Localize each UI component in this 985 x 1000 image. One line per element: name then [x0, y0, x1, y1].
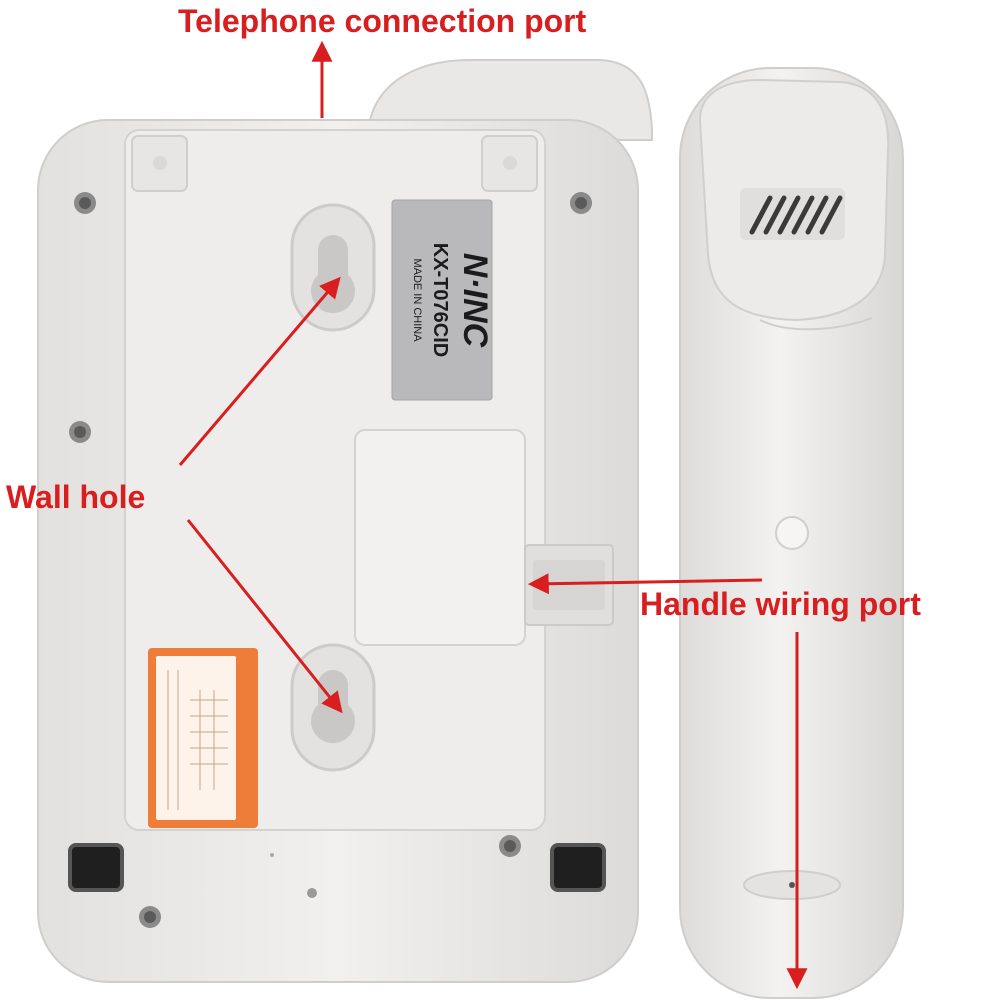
- screw-icon: [74, 192, 96, 214]
- callout-telephone-port: Telephone connection port: [178, 3, 587, 39]
- callout-handle-port: Handle wiring port: [640, 586, 921, 622]
- speaker-grille-icon: [740, 188, 845, 240]
- nameplate: [391, 199, 493, 401]
- handset: [679, 67, 904, 999]
- wall-hole-upper: [290, 203, 376, 332]
- battery-cover: [354, 429, 526, 646]
- annotation-arrows: [178, 40, 808, 990]
- screw-icon: [139, 906, 161, 928]
- nameplate-text: N·INC KX-T076CID MADE IN CHINA: [411, 243, 494, 357]
- arrow-wall-hole-upper: [178, 276, 341, 466]
- screw-icon: [69, 421, 91, 443]
- nameplate-model: KX-T076CID: [429, 243, 451, 357]
- nameplate-brand: N·INC: [456, 253, 494, 348]
- arrow-wall-hole-lower: [186, 519, 343, 714]
- arrow-handle-port: [527, 573, 763, 595]
- phone-base: [37, 59, 653, 983]
- callout-wall-hole: Wall hole: [6, 479, 146, 515]
- rubber-foot: [68, 843, 124, 892]
- nameplate-origin: MADE IN CHINA: [411, 258, 423, 342]
- handset-dimple: [775, 516, 809, 550]
- screw-icon: [570, 192, 592, 214]
- warranty-sticker: [148, 648, 258, 828]
- rubber-foot: [550, 843, 606, 892]
- screw-icon: [499, 835, 521, 857]
